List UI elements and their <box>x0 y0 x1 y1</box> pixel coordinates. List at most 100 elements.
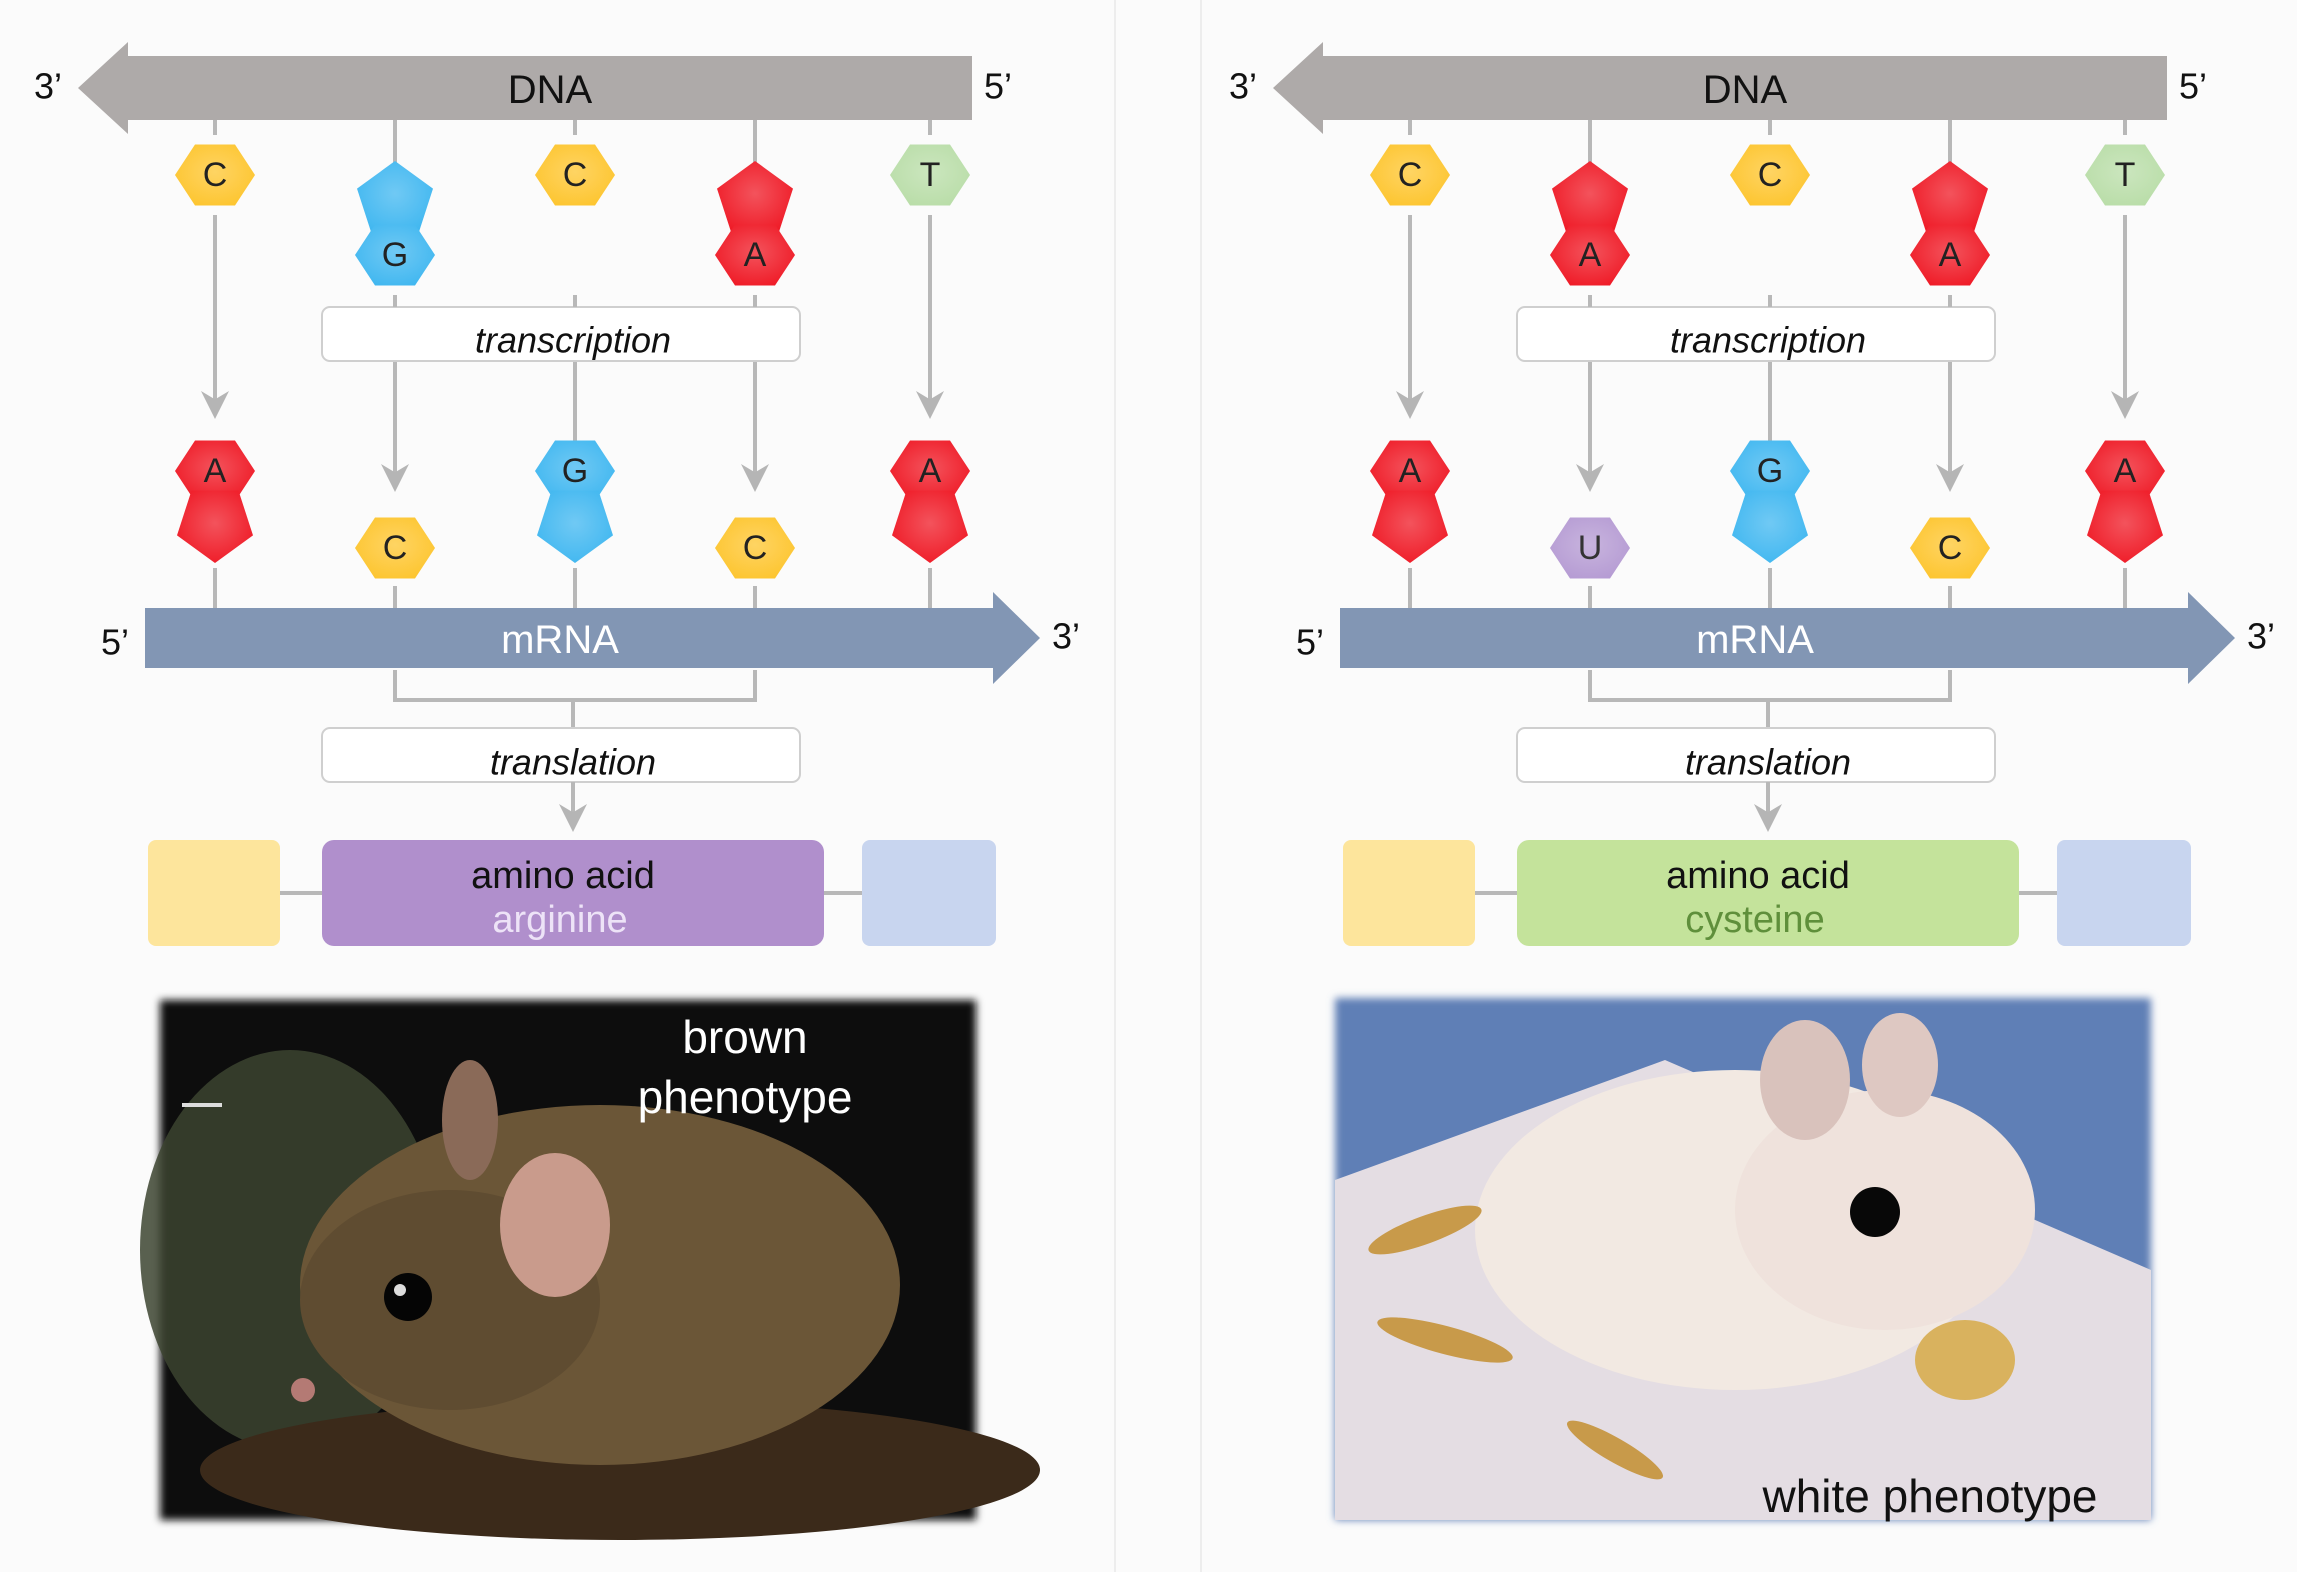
mrna-base-a-label: A <box>919 452 942 490</box>
mrna-3prime-label: 3’ <box>2247 616 2275 657</box>
transcription-box <box>1516 306 1996 362</box>
dna-base-g-label: G <box>382 236 408 274</box>
dna-base-g-hexagon <box>355 224 435 286</box>
mrna-base-c-hexagon <box>715 517 795 579</box>
amino-acid-block <box>322 840 824 946</box>
dna-5prime-label: 5’ <box>984 66 1012 107</box>
transcription-box <box>321 306 801 362</box>
dna-base-c-hexagon <box>535 144 615 206</box>
amino-acid-title: amino acid <box>1666 855 1850 897</box>
dna-3prime-label: 3’ <box>1229 66 1257 107</box>
codon-bracket <box>1588 670 1952 702</box>
dna-base-a-label: A <box>1939 236 1962 274</box>
white-mouse-photo: white phenotype <box>1335 998 2151 1522</box>
amino-acid-title: amino acid <box>471 855 655 897</box>
translation-label: translation <box>1685 742 1851 783</box>
dna-base-a-pentagon <box>717 161 793 234</box>
mrna-label: mRNA <box>501 618 619 662</box>
seed-icon <box>1368 1205 1482 1255</box>
dna-base-t-label: T <box>920 156 941 194</box>
mrna-base-g-hexagon <box>1730 440 1810 502</box>
dna-base-c-label: C <box>1758 156 1783 194</box>
brown-mouse-photo: brown phenotype <box>140 1000 1040 1540</box>
mrna-base-a-hexagon <box>890 440 970 502</box>
mouse-ear-icon <box>442 1060 498 1180</box>
neighbor-amino-acid-block <box>148 840 280 946</box>
mrna-base-c-label: C <box>743 529 768 567</box>
phenotype-label-line1: brown <box>682 1011 807 1063</box>
amino-acid-block <box>1517 840 2019 946</box>
dna-base-c-label: C <box>203 156 228 194</box>
dna-base-a-hexagon <box>1910 224 1990 286</box>
mrna-base-g-label: G <box>562 452 588 490</box>
dna-base-t-label: T <box>2115 156 2136 194</box>
dna-base-a-pentagon <box>1552 161 1628 234</box>
dna-label: DNA <box>1703 68 1788 112</box>
mrna-strand-arrow <box>1340 592 2235 684</box>
mrna-base-u-hexagon <box>1550 517 1630 579</box>
panel-divider <box>1114 0 1116 1572</box>
dna-5prime-label: 5’ <box>2179 66 2207 107</box>
amino-acid-name: arginine <box>492 899 627 941</box>
seed-icon <box>1566 1420 1664 1480</box>
seed-icon <box>1377 1317 1513 1363</box>
mrna-base-a-hexagon <box>2085 440 2165 502</box>
ground <box>200 1400 1040 1540</box>
transcription-label: transcription <box>1670 320 1866 361</box>
dna-label: DNA <box>508 68 593 112</box>
dna-base-a-hexagon <box>715 224 795 286</box>
dna-3prime-label: 3’ <box>34 66 62 107</box>
mouse-eye-icon <box>1850 1187 1900 1237</box>
mrna-base-a-label: A <box>2114 452 2137 490</box>
mrna-label: mRNA <box>1696 618 1814 662</box>
phenotype-label: white phenotype <box>1761 1470 2097 1522</box>
dna-base-g-pentagon <box>357 161 433 234</box>
mrna-base-u-label: U <box>1578 529 1603 567</box>
codon-bracket <box>393 670 757 702</box>
mouse-ear-icon <box>1760 1020 1850 1140</box>
dna-base-c-hexagon <box>1370 144 1450 206</box>
mouse-ear-icon <box>500 1153 610 1297</box>
neighbor-amino-acid-block <box>862 840 996 946</box>
dna-base-c-hexagon <box>175 144 255 206</box>
dna-strand-arrow <box>78 42 972 134</box>
dna-base-c-label: C <box>563 156 588 194</box>
mrna-base-c-label: C <box>383 529 408 567</box>
mrna-base-a-pentagon <box>2087 490 2163 563</box>
mrna-base-a-hexagon <box>175 440 255 502</box>
transcription-label: transcription <box>475 320 671 361</box>
neighbor-amino-acid-block <box>2057 840 2191 946</box>
mrna-base-c-hexagon <box>355 517 435 579</box>
mrna-base-c-label: C <box>1938 529 1963 567</box>
mouse-eye-icon <box>384 1273 432 1321</box>
mrna-base-g-label: G <box>1757 452 1783 490</box>
mrna-base-g-hexagon <box>535 440 615 502</box>
dna-base-a-label: A <box>1579 236 1602 274</box>
translation-box <box>321 727 801 783</box>
translation-label: translation <box>490 742 656 783</box>
mrna-base-a-hexagon <box>1370 440 1450 502</box>
mouse-nose-icon <box>291 1378 315 1402</box>
mrna-3prime-label: 3’ <box>1052 616 1080 657</box>
panel-left: DNA3’5’CGCATtranscriptionACGCAmRNA5’3’tr… <box>34 42 1080 1540</box>
translation-box <box>1516 727 1996 783</box>
seed-icon <box>1915 1320 2015 1400</box>
mrna-base-a-pentagon <box>1372 490 1448 563</box>
panel-right: DNA3’5’CACATtranscriptionAUGCAmRNA5’3’tr… <box>1229 42 2275 1522</box>
mrna-base-g-pentagon <box>537 490 613 563</box>
mrna-base-a-pentagon <box>892 490 968 563</box>
dna-base-c-label: C <box>1398 156 1423 194</box>
mrna-base-a-pentagon <box>177 490 253 563</box>
mrna-base-a-label: A <box>1399 452 1422 490</box>
dna-base-t-hexagon <box>890 144 970 206</box>
dna-strand-arrow <box>1273 42 2167 134</box>
mrna-5prime-label: 5’ <box>101 622 129 663</box>
mrna-5prime-label: 5’ <box>1296 622 1324 663</box>
amino-acid-name: cysteine <box>1685 899 1824 941</box>
dna-base-t-hexagon <box>2085 144 2165 206</box>
phenotype-label-line2: phenotype <box>638 1071 853 1123</box>
dna-base-a-pentagon <box>1912 161 1988 234</box>
neighbor-amino-acid-block <box>1343 840 1475 946</box>
mrna-base-a-label: A <box>204 452 227 490</box>
mouse-ear-icon <box>1862 1013 1938 1117</box>
